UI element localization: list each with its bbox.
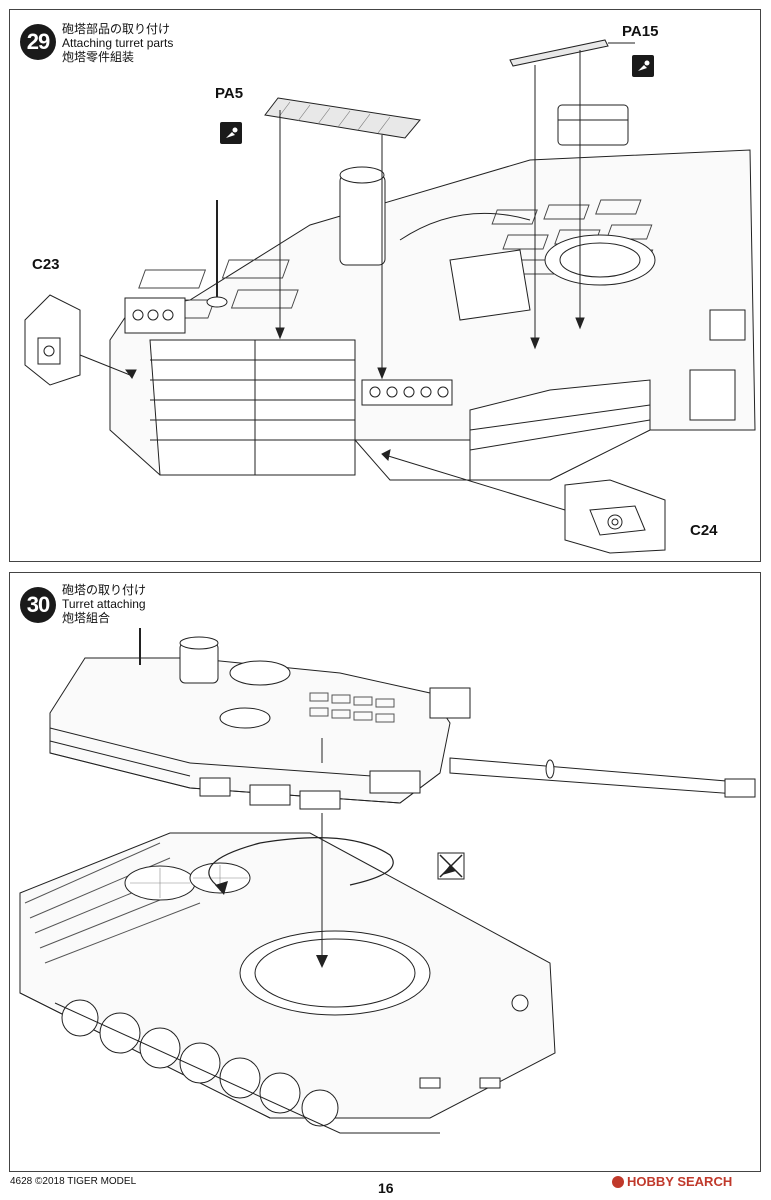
logo-mark-icon: [612, 1175, 624, 1188]
step-title-en: Attaching turret parts: [62, 36, 174, 50]
rotate-arrow-icon: [208, 837, 394, 895]
step-title-jp: 砲塔の取り付け: [62, 583, 147, 597]
part-pa5-strip: [264, 97, 421, 139]
part-c23: [24, 294, 81, 386]
footer-copyright: 4628 ©2018 TIGER MODEL: [10, 1176, 137, 1187]
part-label-c23: C23: [32, 256, 60, 273]
turret-assembly-illustration: [19, 628, 756, 1134]
page-number: 16: [378, 1180, 394, 1196]
step-title: 砲塔部品の取り付け Attaching turret parts 炮塔零件組装: [62, 22, 173, 64]
step-title-cn: 炮塔組合: [62, 611, 111, 625]
part-pa15-strip: [509, 39, 609, 67]
step-29-panel: 29 砲塔部品の取り付け Attaching turret parts 炮塔零件…: [9, 9, 761, 562]
part-label-c24: C24: [690, 522, 718, 539]
logo-text: HOBBY SEARCH: [627, 1174, 733, 1189]
step-number-badge: 30: [20, 587, 56, 623]
step-title-en: Turret attaching: [62, 597, 146, 611]
step-title-cn: 炮塔零件組装: [62, 50, 135, 64]
glue-drop-icon: [632, 55, 654, 77]
turret-parts-illustration: [24, 39, 756, 554]
step-title: 砲塔の取り付け Turret attaching 炮塔組合: [62, 583, 146, 625]
step-number-badge: 29: [20, 24, 56, 60]
step-30-panel: 30 砲塔の取り付け Turret attaching 炮塔組合: [9, 572, 761, 1172]
part-label-pa5: PA5: [215, 85, 244, 102]
part-label-pa15: PA15: [622, 23, 659, 40]
hobby-search-logo: HOBBY SEARCH: [612, 1174, 732, 1189]
glue-drop-icon: [220, 122, 242, 144]
step-title-jp: 砲塔部品の取り付け: [62, 22, 171, 36]
part-c24: [564, 479, 666, 554]
no-glue-icon: [437, 852, 465, 880]
